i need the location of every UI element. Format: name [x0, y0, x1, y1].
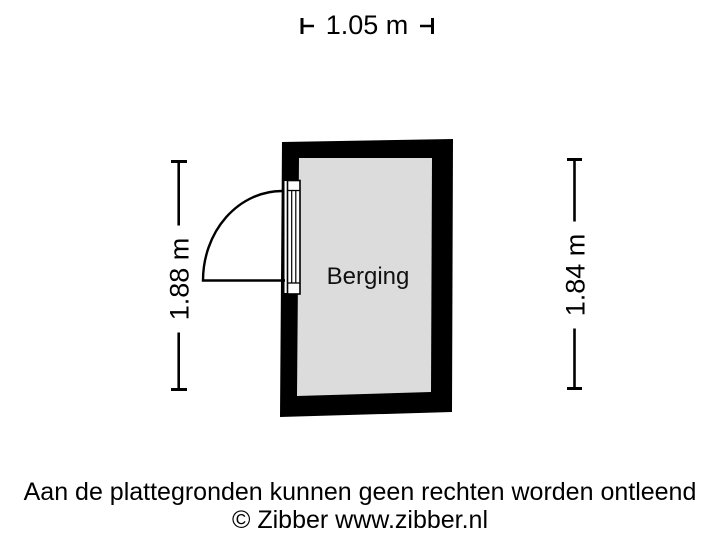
- room-floor: [297, 158, 432, 396]
- left-dimension-label: 1.88 m: [162, 225, 197, 333]
- top-dimension-label: 1.05 m: [314, 9, 420, 42]
- right-dimension-label: 1.84 m: [558, 221, 593, 329]
- disclaimer-text: Aan de plattegronden kunnen geen rechten…: [23, 478, 697, 506]
- door-swing-arc: [201, 189, 285, 282]
- copyright-text: © Zibber www.zibber.nl: [231, 506, 489, 534]
- room-name-label: Berging: [326, 263, 410, 290]
- door-frame-rect: [286, 179, 301, 295]
- door-frame: [286, 179, 301, 295]
